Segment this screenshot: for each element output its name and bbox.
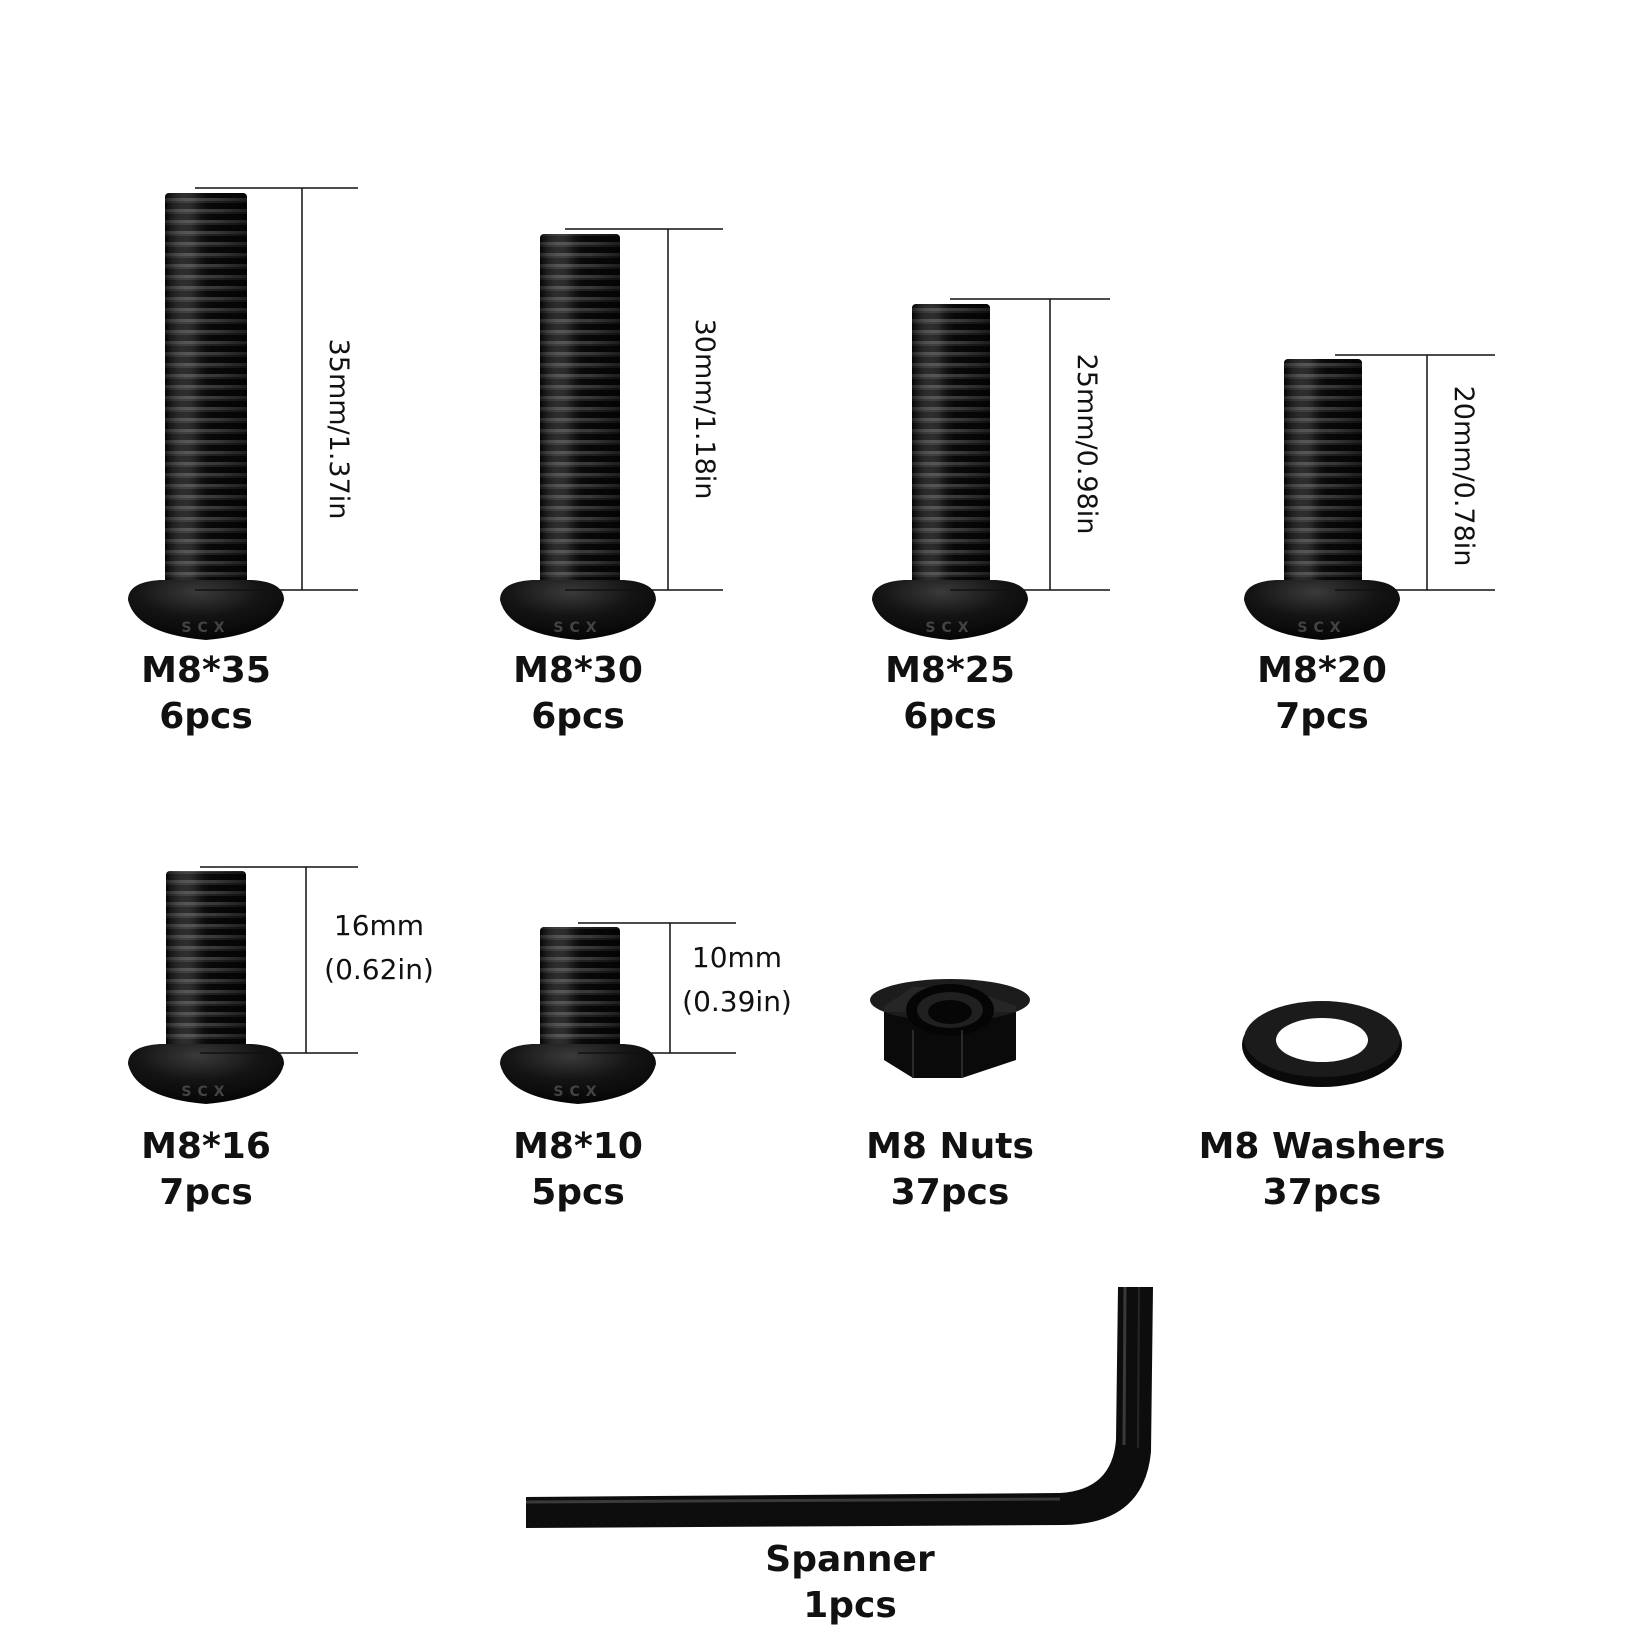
dimension-label-20: 20mm/0.78in [1448, 385, 1479, 567]
item-name: M8 Washers [1198, 1126, 1446, 1167]
item-qty: 5pcs [531, 1172, 625, 1213]
item-qty: 6pcs [531, 696, 625, 737]
dimension-mm: 10mm [691, 941, 783, 974]
dimension-line-16 [200, 866, 358, 1054]
item-label-m8x16: M8*16 7pcs [56, 1124, 356, 1216]
item-name: M8*16 [141, 1126, 271, 1167]
dimension-line-10 [578, 922, 736, 1054]
bolt-m8x20-image: SCX [1244, 359, 1400, 640]
bolt-m8x35-image: SCX [128, 193, 284, 640]
bolt-m8x25-image: SCX [872, 304, 1028, 640]
item-name: M8 Nuts [866, 1126, 1034, 1167]
item-name: M8*20 [1257, 650, 1387, 691]
head-marking: SCX [181, 620, 230, 636]
dimension-line-20 [1335, 354, 1495, 591]
item-label-spanner: Spanner 1pcs [700, 1537, 1000, 1629]
hex-nut-image [870, 979, 1030, 1078]
hex-key-spanner-image [525, 1286, 1153, 1528]
item-label-m8-washers: M8 Washers 37pcs [1172, 1124, 1472, 1216]
dimension-label-35: 35mm/1.37in [323, 338, 354, 520]
item-label-m8x20: M8*20 7pcs [1172, 648, 1472, 740]
dimension-in: (0.39in) [682, 985, 792, 1018]
item-qty: 7pcs [159, 1172, 253, 1213]
bolt-m8x10-image: SCX [500, 927, 656, 1104]
item-qty: 6pcs [903, 696, 997, 737]
item-qty: 6pcs [159, 696, 253, 737]
item-name: Spanner [765, 1539, 935, 1580]
item-label-m8x10: M8*10 5pcs [428, 1124, 728, 1216]
item-qty: 1pcs [803, 1585, 897, 1626]
head-marking: SCX [925, 620, 974, 636]
item-qty: 37pcs [1262, 1172, 1382, 1213]
head-marking: SCX [181, 1084, 230, 1100]
item-label-m8x35: M8*35 6pcs [56, 648, 356, 740]
dimension-label-10: 10mm (0.39in) [662, 936, 812, 1024]
head-marking: SCX [553, 1084, 602, 1100]
dimension-line-30 [565, 228, 723, 591]
bolt-m8x30-image: SCX [500, 234, 656, 640]
dimension-label-16: 16mm (0.62in) [304, 904, 454, 992]
item-label-m8-nuts: M8 Nuts 37pcs [800, 1124, 1100, 1216]
dimension-line-35 [195, 187, 358, 591]
item-name: M8*35 [141, 650, 271, 691]
item-qty: 37pcs [890, 1172, 1010, 1213]
dimension-mm: 16mm [333, 909, 425, 942]
dimension-in: (0.62in) [324, 953, 434, 986]
head-marking: SCX [1297, 620, 1346, 636]
item-name: M8*10 [513, 1126, 643, 1167]
dimension-label-30: 30mm/1.18in [689, 318, 720, 500]
item-label-m8x25: M8*25 6pcs [800, 648, 1100, 740]
washer-image [1242, 1001, 1402, 1087]
dimension-label-25: 25mm/0.98in [1071, 353, 1102, 535]
bolt-m8x16-image: SCX [128, 871, 284, 1104]
item-name: M8*30 [513, 650, 643, 691]
item-qty: 7pcs [1275, 696, 1369, 737]
head-marking: SCX [553, 620, 602, 636]
dimension-line-25 [950, 298, 1110, 591]
item-name: M8*25 [885, 650, 1015, 691]
item-label-m8x30: M8*30 6pcs [428, 648, 728, 740]
